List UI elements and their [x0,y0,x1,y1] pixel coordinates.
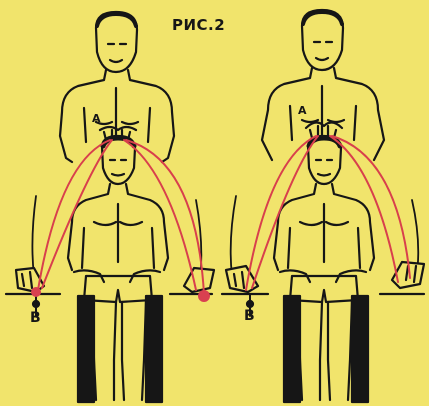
left-contact-point-right [198,290,210,302]
left-point-b-label: B [30,310,41,326]
left-contact-point-b [31,287,41,297]
right-point-b-label: B [244,308,255,324]
left-point-a-label: A [92,112,101,125]
right-point-a-label: A [298,104,307,117]
right-seated-figure [222,136,424,402]
figure-caption: РИС.2 [172,16,225,34]
right-panel [222,10,424,402]
left-seated-figure [6,136,214,402]
left-panel [6,12,214,402]
